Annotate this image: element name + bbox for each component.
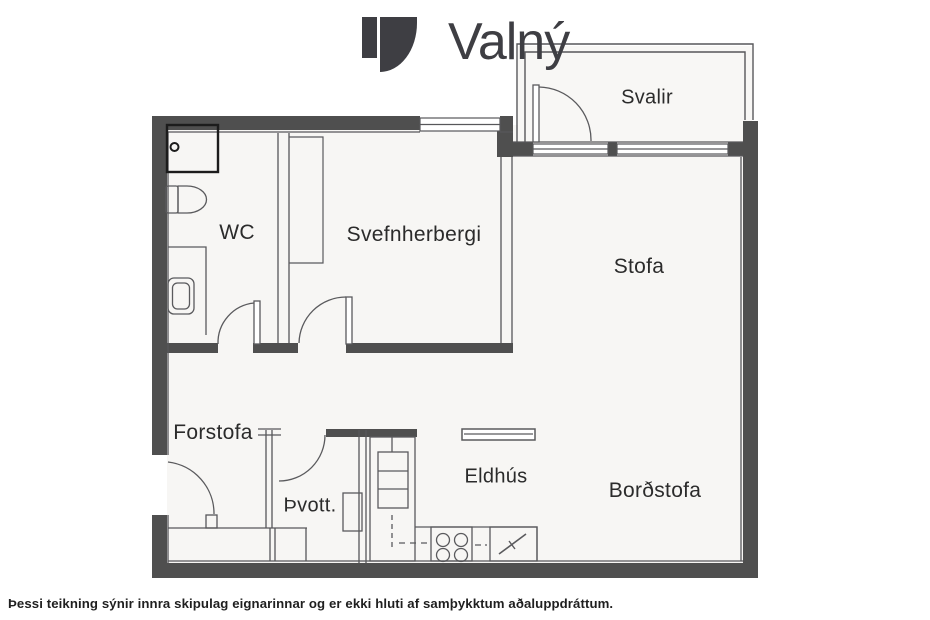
wc-door [217, 300, 261, 345]
fridge-cabinet-icon [369, 436, 428, 562]
wardrobe-icon [289, 136, 324, 264]
door-symbols [167, 84, 592, 515]
kitchen-sink-icon [489, 526, 538, 562]
balcony-railing [516, 43, 754, 142]
shower-icon [165, 123, 220, 174]
living-room-window [532, 143, 729, 155]
laundry-door [278, 434, 326, 482]
interior-walls [167, 131, 743, 563]
room-label-forstofa: Forstofa [173, 421, 253, 444]
balcony-door [532, 84, 592, 143]
room-label-bordstofa: Borðstofa [608, 479, 702, 502]
valny-logo-icon [362, 17, 417, 72]
room-label-svalir: Svalir [621, 86, 673, 109]
room-label-stofa: Stofa [613, 255, 665, 278]
bedroom-window [419, 117, 501, 132]
wash-basin-icon [167, 246, 207, 335]
room-label-svefnherbergi: Svefnherbergi [346, 223, 482, 246]
stove-icon [430, 526, 473, 563]
wc-fixtures [165, 123, 220, 335]
washing-machine-icon [342, 492, 363, 532]
valny-logo: Valný [360, 12, 570, 74]
kitchen-bar-icon [461, 428, 536, 441]
toilet-icon [165, 185, 208, 214]
entry-door [167, 461, 215, 515]
disclaimer-text: Þessi teikning sýnir innra skipulag eign… [8, 596, 614, 611]
window-symbols [419, 117, 729, 155]
bedroom-door [298, 296, 353, 345]
room-label-wc: WC [219, 221, 255, 244]
room-label-thvott: Þvott. [283, 494, 337, 517]
entry-door-opening [152, 455, 167, 515]
room-label-eldhus: Eldhús [464, 465, 528, 488]
logo-brand-text: Valný [448, 13, 570, 71]
kitchen-fixtures [369, 428, 538, 563]
